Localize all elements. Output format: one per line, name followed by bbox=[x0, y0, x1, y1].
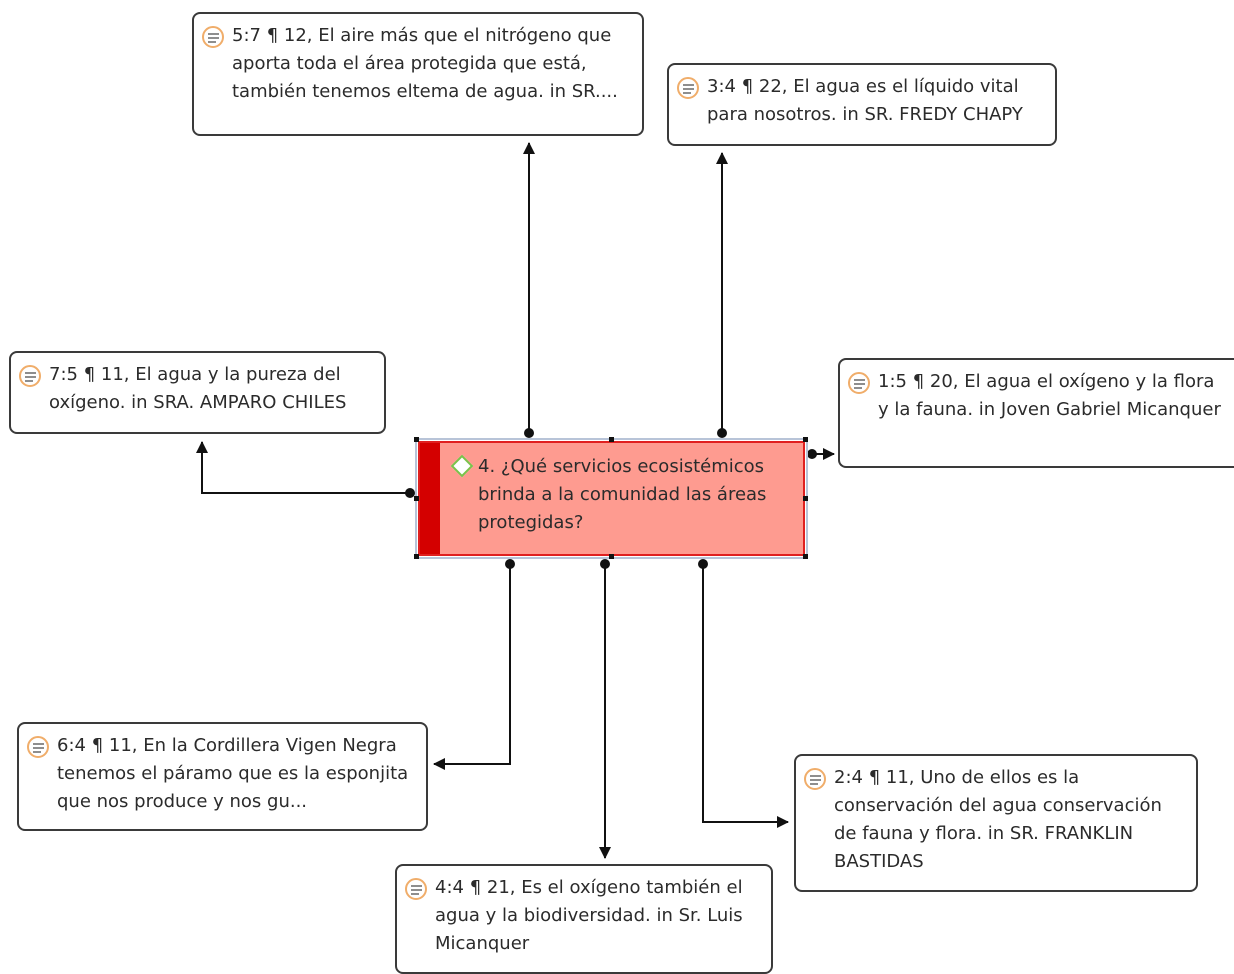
resize-handle-top-left[interactable] bbox=[414, 437, 419, 442]
link-start-dot bbox=[600, 559, 610, 569]
quote-text: 3:4 ¶ 22, El agua es el líquido vital pa… bbox=[707, 76, 1023, 125]
quote-node-3-4[interactable]: 3:4 ¶ 22, El agua es el líquido vital pa… bbox=[667, 63, 1057, 146]
quote-text: 1:5 ¶ 20, El agua el oxígeno y la flora … bbox=[878, 371, 1221, 420]
document-quote-icon bbox=[202, 26, 224, 48]
link-start-dot bbox=[717, 428, 727, 438]
quote-text: 5:7 ¶ 12, El aire más que el nitrógeno q… bbox=[232, 25, 618, 102]
resize-handle-bottom[interactable] bbox=[609, 554, 614, 559]
code-color-bar bbox=[420, 443, 440, 554]
resize-handle-top[interactable] bbox=[609, 437, 614, 442]
code-diamond-icon bbox=[450, 454, 474, 478]
document-quote-icon bbox=[804, 768, 826, 790]
link-start-dot bbox=[405, 488, 415, 498]
document-quote-icon bbox=[27, 736, 49, 758]
code-node[interactable]: 4. ¿Qué servicios ecosistémicos brinda a… bbox=[415, 438, 808, 559]
resize-handle-bottom-left[interactable] bbox=[414, 554, 419, 559]
link-start-dot bbox=[524, 428, 534, 438]
link-code-to-q-2-4[interactable] bbox=[702, 564, 789, 828]
resize-handle-top-right[interactable] bbox=[803, 437, 808, 442]
link-code-to-q-6-4[interactable] bbox=[433, 564, 511, 770]
quote-text: 7:5 ¶ 11, El agua y la pureza del oxígen… bbox=[49, 364, 347, 413]
quote-node-1-5[interactable]: 1:5 ¶ 20, El agua el oxígeno y la flora … bbox=[838, 358, 1234, 468]
link-start-dot bbox=[505, 559, 515, 569]
link-code-to-q-7-5[interactable] bbox=[196, 441, 410, 494]
quote-node-5-7[interactable]: 5:7 ¶ 12, El aire más que el nitrógeno q… bbox=[192, 12, 644, 136]
quote-text: 2:4 ¶ 11, Uno de ellos es la conservació… bbox=[834, 767, 1162, 872]
resize-handle-left[interactable] bbox=[414, 496, 419, 501]
code-label: 4. ¿Qué servicios ecosistémicos brinda a… bbox=[478, 456, 767, 533]
document-quote-icon bbox=[19, 365, 41, 387]
quote-node-7-5[interactable]: 7:5 ¶ 11, El agua y la pureza del oxígen… bbox=[9, 351, 386, 434]
quote-text: 6:4 ¶ 11, En la Cordillera Vigen Negra t… bbox=[57, 735, 409, 812]
resize-handle-bottom-right[interactable] bbox=[803, 554, 808, 559]
document-quote-icon bbox=[677, 77, 699, 99]
document-quote-icon bbox=[405, 878, 427, 900]
link-start-dot bbox=[807, 449, 817, 459]
quote-text: 4:4 ¶ 21, Es el oxígeno también el agua … bbox=[435, 877, 743, 954]
quote-node-6-4[interactable]: 6:4 ¶ 11, En la Cordillera Vigen Negra t… bbox=[17, 722, 428, 831]
link-start-dot bbox=[698, 559, 708, 569]
quote-node-2-4[interactable]: 2:4 ¶ 11, Uno de ellos es la conservació… bbox=[794, 754, 1198, 892]
resize-handle-right[interactable] bbox=[803, 496, 808, 501]
quote-node-4-4[interactable]: 4:4 ¶ 21, Es el oxígeno también el agua … bbox=[395, 864, 773, 974]
document-quote-icon bbox=[848, 372, 870, 394]
